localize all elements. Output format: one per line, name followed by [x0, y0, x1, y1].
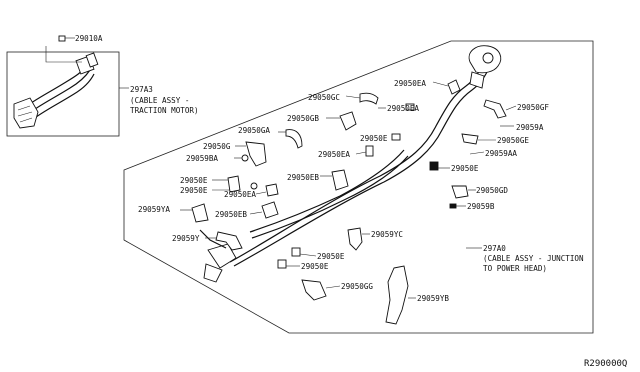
callout-29050EA-1: 29050EA: [394, 79, 426, 88]
callout-297A3-desc-line2: TRACTION MOTOR): [130, 106, 199, 115]
bracket-29050GA: [278, 129, 303, 149]
bolt-29050E-small: [250, 182, 258, 190]
callout-29010A: 29010A: [75, 34, 103, 43]
clip-29050E-right: [429, 161, 450, 171]
bracket-29050GD: [451, 185, 476, 199]
traction-motor-cable-frame: [6, 51, 120, 137]
callout-29059A: 29059A: [516, 123, 544, 132]
callout-29059YC: 29059YC: [371, 230, 403, 239]
callout-29050E-2: 29050E: [451, 164, 479, 173]
clip-29050E-left-pair: [212, 175, 241, 193]
bracket-29059YC: [347, 227, 370, 251]
callout-29050EA-4: 29050EA: [224, 190, 256, 199]
clip-29050E-upper: [391, 133, 401, 141]
callout-29050EB-2: 29050EB: [215, 210, 247, 219]
clips-29050E-bottom: [277, 247, 317, 269]
connector-29050EB-lower: [249, 201, 279, 219]
callout-29050GE: 29050GE: [497, 136, 529, 145]
callout-29050GA: 29050GA: [238, 126, 270, 135]
callout-29050E-1: 29050E: [360, 134, 388, 143]
bolt-29059B: [449, 203, 466, 209]
callout-29050EA-2: 29050EA: [387, 104, 419, 113]
callout-29050GC: 29050GC: [308, 93, 340, 102]
callout-29050E-4: 29050E: [180, 186, 208, 195]
callout-297A0-desc-line1: (CABLE ASSY - JUNCTION: [483, 254, 584, 263]
callout-29050G: 29050G: [203, 142, 231, 151]
bracket-29050GF: [483, 99, 517, 119]
bracket-29059YA: [180, 203, 209, 223]
callout-297A0: 297A0: [483, 244, 506, 253]
clip-29050GB: [326, 111, 357, 131]
junction-cable-frame: [123, 40, 594, 334]
callout-29050E-5: 29050E: [317, 252, 345, 261]
clip-29050EA-second: [378, 103, 415, 111]
bracket-29050GG: [301, 279, 341, 301]
callout-29050GB: 29050GB: [287, 114, 319, 123]
bracket-29050GE: [461, 133, 496, 145]
bracket-29050G: [235, 141, 267, 167]
junction-cable-illustration: [199, 45, 502, 283]
clip-29050EA-top: [432, 79, 461, 95]
traction-motor-cable-illustration: [13, 46, 99, 129]
clip-29050EA-middle: [355, 145, 374, 157]
callout-297A3-desc-line1: (CABLE ASSY -: [130, 96, 189, 105]
bolt-29059BA: [234, 154, 249, 162]
clip-29050GC: [345, 92, 379, 105]
callout-29059B: 29059B: [467, 202, 495, 211]
callout-29050GG: 29050GG: [341, 282, 373, 291]
clip-29050EA-lower: [255, 183, 279, 197]
clip-29059AA: [469, 151, 485, 155]
callout-297A0-desc-line2: TO POWER HEAD): [483, 264, 547, 273]
diagram-reference-code: R290000Q: [584, 359, 627, 369]
bolt-29010A: [58, 35, 75, 42]
callout-29059AA: 29059AA: [485, 149, 517, 158]
bracket-29059YB: [385, 265, 416, 325]
callout-29059Y: 29059Y: [172, 234, 200, 243]
traction-motor-cable-group: 29010A 297A3 (CABLE ASSY - TRACTION MOTO…: [6, 34, 199, 137]
bracket-29059Y: [205, 231, 243, 251]
callout-29050EB-1: 29050EB: [287, 173, 319, 182]
callout-29059BA: 29059BA: [186, 154, 218, 163]
callout-29050EA-3: 29050EA: [318, 150, 350, 159]
callout-29050E-6: 29050E: [301, 262, 329, 271]
callout-29059YB: 29059YB: [417, 294, 449, 303]
callout-29050E-3: 29050E: [180, 176, 208, 185]
callout-29059YA: 29059YA: [138, 205, 170, 214]
callout-29050GD: 29050GD: [476, 186, 508, 195]
callout-29050GF: 29050GF: [517, 103, 549, 112]
callout-297A3: 297A3: [130, 85, 153, 94]
connector-29050EB: [320, 169, 349, 191]
